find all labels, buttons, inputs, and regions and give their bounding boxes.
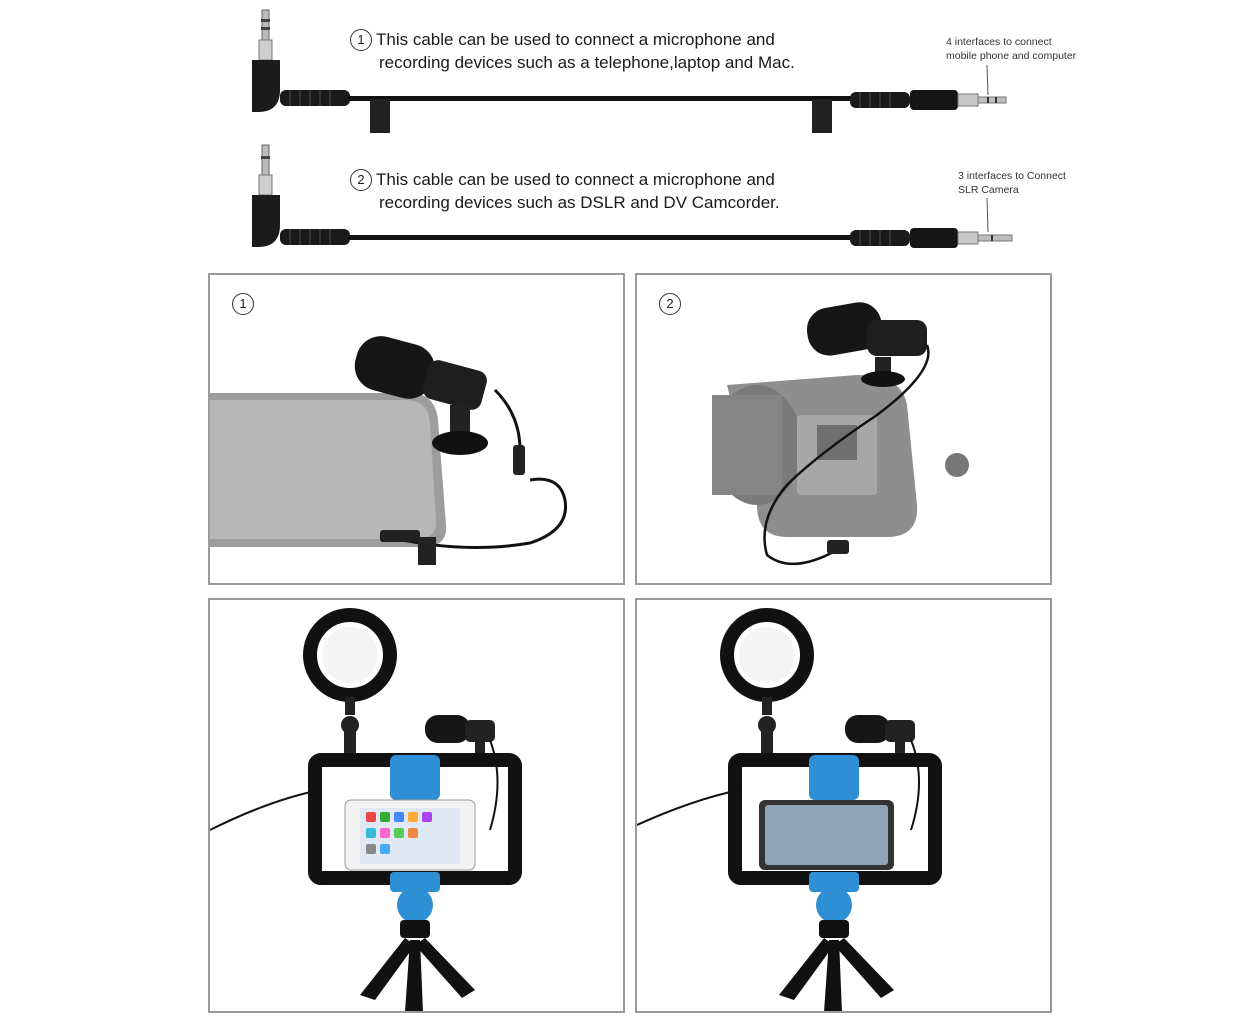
dslr-camera-icon [712, 375, 969, 537]
tripod-icon [360, 920, 475, 1011]
microphone-icon [845, 715, 915, 758]
microphone-icon [425, 715, 495, 758]
phone-mic-illustration [210, 336, 568, 565]
microphone-icon [354, 336, 488, 455]
smartphone-icon [344, 799, 476, 871]
microphone-icon [806, 302, 927, 387]
tripod-icon [779, 920, 894, 1011]
panel-1-number: 1 [232, 293, 254, 315]
ring-light-icon [303, 608, 397, 760]
camera-mic-illustration [712, 302, 969, 566]
panel-phone-connection: 1 [208, 273, 625, 585]
panel-vlog-kit-phone-2 [635, 598, 1052, 1013]
cable-2-image [252, 144, 1013, 248]
ring-light-icon [720, 608, 814, 760]
trrs-plug-icon [252, 9, 280, 112]
cable-1-caption-line2: recording devices such as a telephone,la… [379, 53, 795, 72]
panel-camera-connection: 2 [635, 273, 1052, 585]
panel-2-number: 2 [659, 293, 681, 315]
trs-plug-icon [252, 144, 280, 247]
smartphone-icon [759, 800, 894, 870]
vlog-kit-illustration-1 [210, 608, 522, 1011]
cable-2-note-line2: SLR Camera [958, 184, 1019, 196]
cable-2-caption-line2: recording devices such as DSLR and DV Ca… [379, 193, 780, 212]
panel-vlog-kit-phone [208, 598, 625, 1013]
cable-1-image [252, 9, 1007, 133]
vlog-kit-illustration-2 [637, 608, 942, 1011]
cable-2-note-line1: 3 interfaces to Connect [958, 170, 1066, 182]
cable-1-note-line2: mobile phone and computer [946, 50, 1077, 62]
smartphone-icon [210, 393, 447, 547]
cable-1-number: 1 [350, 29, 372, 51]
cable-2-number: 2 [350, 169, 372, 191]
cable-1-note-line1: 4 interfaces to connect [946, 36, 1052, 48]
